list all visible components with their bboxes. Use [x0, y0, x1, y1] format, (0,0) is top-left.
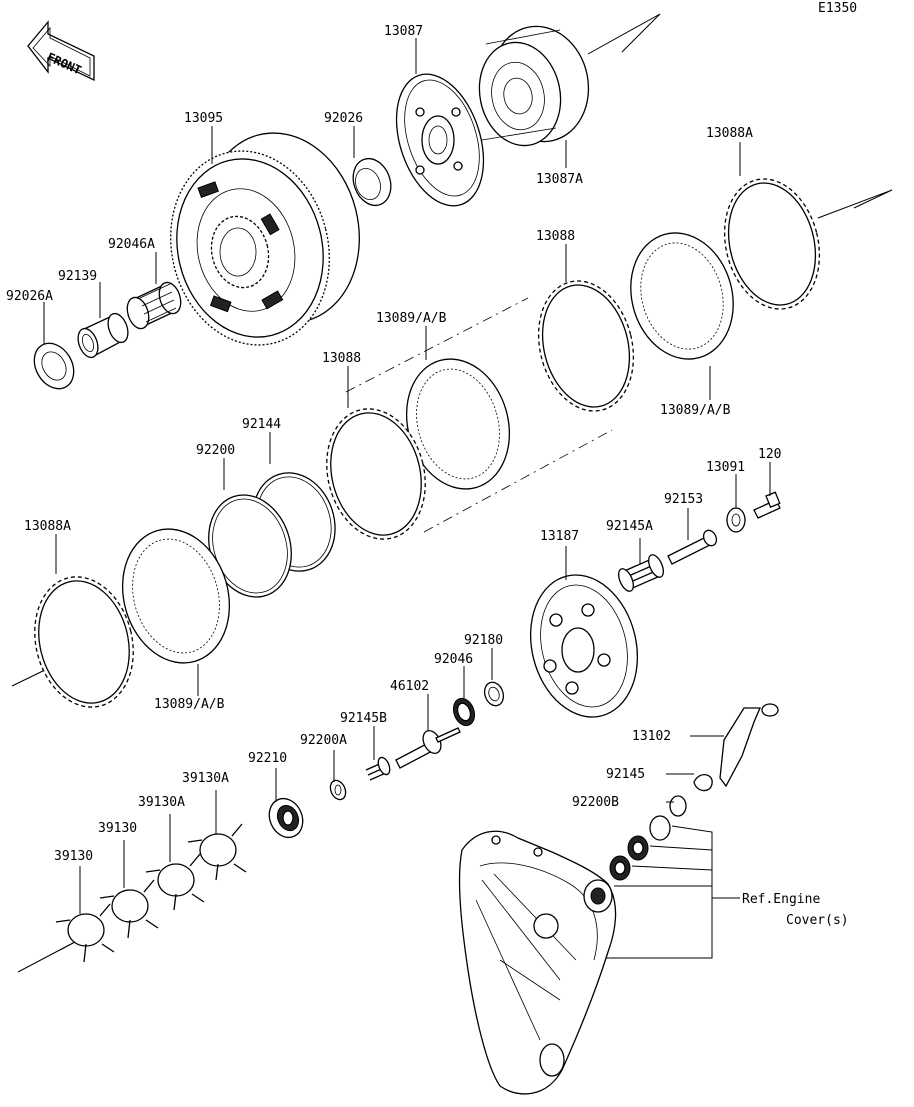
part-92046A-bearing [126, 281, 182, 330]
part-13089-mid-plate [405, 358, 511, 490]
label-39130A-2: 39130A [138, 795, 185, 810]
label-46102: 46102 [390, 679, 429, 694]
label-92180: 92180 [464, 633, 503, 648]
part-92210-seal [268, 797, 304, 839]
part-92046-bearing [452, 697, 476, 727]
part-92026-collar [352, 157, 392, 207]
label-13087A: 13087A [536, 172, 583, 187]
label-13095: 13095 [184, 111, 223, 126]
part-39130A-wing-2 [145, 853, 205, 911]
part-92026A-washer [33, 342, 75, 390]
label-92139: 92139 [58, 269, 97, 284]
part-13089-left-plate [121, 528, 231, 664]
part-13102-lever [719, 703, 779, 788]
part-92139-sleeve [77, 312, 129, 359]
label-39130-2: 39130 [54, 849, 93, 864]
label-13102: 13102 [632, 729, 671, 744]
label-13088A-left: 13088A [24, 519, 71, 534]
part-number-labels: 13087 13087A 13095 92026 13088A 92046A 9… [6, 24, 849, 928]
label-92145: 92145 [606, 767, 645, 782]
label-92200: 92200 [196, 443, 235, 458]
part-92200B-washer [669, 795, 687, 817]
diagram-code: E1350 [818, 1, 857, 16]
label-120: 120 [758, 447, 781, 462]
part-92153-bolt [667, 529, 718, 565]
label-leader-lines [43, 38, 771, 959]
part-engine-cover [458, 830, 617, 1095]
part-39130-wing-1 [99, 879, 159, 939]
label-39130-1: 39130 [98, 821, 137, 836]
label-39130A-1: 39130A [182, 771, 229, 786]
label-13088-top: 13088 [536, 229, 575, 244]
part-92180-washer [483, 681, 505, 707]
part-13088A-top-plate [723, 178, 821, 310]
label-92026A: 92026A [6, 289, 53, 304]
part-13088A-left-plate [34, 576, 134, 708]
label-92153: 92153 [664, 492, 703, 507]
label-13089AB-mid: 13089/A/B [376, 311, 447, 326]
label-13088A-top: 13088A [706, 126, 753, 141]
part-92145A-spring [618, 554, 664, 592]
part-120-bolt [753, 491, 781, 519]
part-46102-rod [395, 727, 461, 769]
part-92200-seat-ring [208, 494, 292, 598]
part-13087A-hub [478, 25, 590, 147]
part-13091-seat [726, 507, 746, 533]
part-13087-plate [395, 73, 485, 207]
part-92200A-washer [329, 779, 347, 801]
label-92046: 92046 [434, 652, 473, 667]
ref-note-line2: Cover(s) [786, 913, 849, 928]
cover-small-parts [609, 815, 671, 881]
label-13088-mid: 13088 [322, 351, 361, 366]
label-13187: 13187 [540, 529, 579, 544]
label-92145A: 92145A [606, 519, 653, 534]
part-13088-top-plate [537, 280, 635, 412]
part-13089-top-plate [630, 232, 734, 360]
label-92144: 92144 [242, 417, 281, 432]
part-13088-mid-plate [326, 408, 426, 540]
part-13095-housing [170, 132, 360, 346]
part-92145-spring [693, 774, 713, 792]
label-92046A: 92046A [108, 237, 155, 252]
label-92200A: 92200A [300, 733, 347, 748]
label-13091: 13091 [706, 460, 745, 475]
ref-note-line1: Ref.Engine [742, 892, 820, 907]
part-92145B-spring [365, 756, 391, 781]
label-92210: 92210 [248, 751, 287, 766]
label-13087: 13087 [384, 24, 423, 39]
label-13089AB-right: 13089/A/B [660, 403, 731, 418]
part-39130A-wing-1 [187, 823, 247, 881]
label-92200B: 92200B [572, 795, 619, 810]
part-13187-plate [529, 574, 639, 718]
front-arrow-icon: FRONT [27, 20, 95, 82]
label-92026: 92026 [324, 111, 363, 126]
part-39130-wing-2 [55, 903, 115, 963]
label-13089AB-left: 13089/A/B [154, 697, 225, 712]
label-92145B: 92145B [340, 711, 387, 726]
